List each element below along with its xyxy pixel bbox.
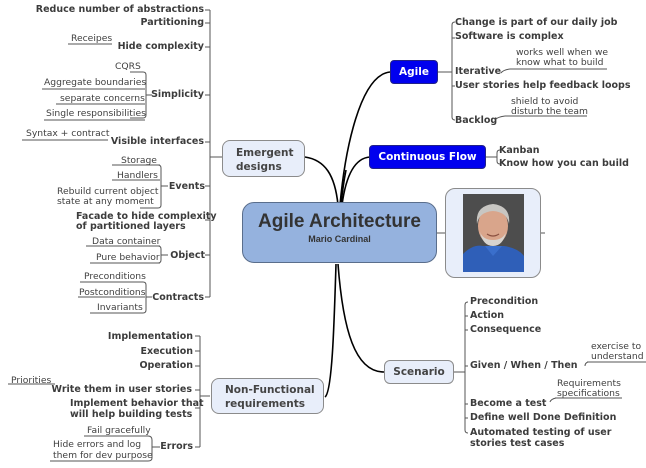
node-implement-behavior-1[interactable]: Implement behavior that bbox=[70, 398, 204, 409]
note-hide-errors-2: them for dev purpose bbox=[53, 450, 153, 461]
node-kanban[interactable]: Kanban bbox=[499, 145, 540, 156]
node-software-complex[interactable]: Software is complex bbox=[455, 31, 564, 42]
nfr-label-2: requirements bbox=[225, 398, 305, 410]
node-simplicity[interactable]: Simplicity bbox=[151, 89, 204, 100]
node-scenario[interactable]: Scenario bbox=[384, 360, 454, 384]
node-execution[interactable]: Execution bbox=[140, 346, 193, 357]
note-works-well-2: know what to build bbox=[516, 57, 604, 68]
node-emergent-designs[interactable]: Emergent designs bbox=[222, 140, 305, 177]
node-become-test[interactable]: Become a test bbox=[470, 398, 547, 409]
note-storage: Storage bbox=[121, 155, 157, 166]
note-separate-concerns: separate concerns bbox=[60, 93, 145, 104]
note-works-well-1: works well when we bbox=[516, 47, 609, 58]
note-shield-2: disturb the team bbox=[511, 106, 588, 117]
node-object[interactable]: Object bbox=[170, 250, 205, 261]
node-contracts[interactable]: Contracts bbox=[152, 292, 204, 303]
note-shield-1: shield to avoid bbox=[511, 96, 579, 107]
note-exercise-2: understand bbox=[591, 351, 644, 362]
node-facade-line2[interactable]: of partitioned layers bbox=[76, 221, 186, 232]
node-visible-interfaces[interactable]: Visible interfaces bbox=[110, 136, 204, 147]
note-preconditions: Preconditions bbox=[84, 271, 146, 282]
node-implement-behavior-2[interactable]: will help building tests bbox=[70, 409, 193, 420]
node-automated-testing-1[interactable]: Automated testing of user bbox=[470, 427, 612, 438]
central-subtitle: Mario Cardinal bbox=[308, 234, 371, 244]
note-data-container: Data container bbox=[92, 236, 161, 247]
node-agile[interactable]: Agile bbox=[390, 60, 438, 84]
node-partitioning[interactable]: Partitioning bbox=[140, 17, 204, 28]
node-facade-line1[interactable]: Facade to hide complexity bbox=[76, 211, 217, 222]
node-non-functional-requirements[interactable]: Non-Functional requirements bbox=[211, 378, 324, 414]
central-topic[interactable]: Agile Architecture Mario Cardinal bbox=[242, 202, 437, 263]
nfr-label-1: Non-Functional bbox=[225, 384, 315, 396]
note-aggregate-boundaries: Aggregate boundaries bbox=[44, 77, 147, 88]
note-cqrs: CQRS bbox=[115, 61, 141, 72]
node-operation[interactable]: Operation bbox=[139, 360, 193, 371]
node-implementation[interactable]: Implementation bbox=[107, 331, 193, 342]
note-handlers: Handlers bbox=[117, 170, 158, 181]
note-receipes: Receipes bbox=[71, 33, 113, 44]
note-pure-behavior: Pure behavior bbox=[96, 252, 160, 263]
note-postconditions: Postconditions bbox=[79, 287, 146, 298]
node-events[interactable]: Events bbox=[168, 181, 205, 192]
node-errors[interactable]: Errors bbox=[160, 441, 193, 452]
note-syntax-contract: Syntax + contract bbox=[26, 128, 110, 139]
portrait-image bbox=[463, 194, 524, 272]
note-requirements-2: specifications bbox=[557, 388, 620, 399]
note-single-responsibilities: Single responsibilities bbox=[46, 108, 146, 119]
node-change-daily[interactable]: Change is part of our daily job bbox=[455, 17, 618, 28]
emergent-label-1: Emergent bbox=[236, 147, 294, 159]
node-user-stories-feedback[interactable]: User stories help feedback loops bbox=[455, 80, 631, 91]
note-hide-errors-1: Hide errors and log bbox=[53, 439, 142, 450]
note-rebuild-1: Rebuild current object bbox=[57, 186, 159, 197]
note-requirements-1: Requirements bbox=[557, 378, 621, 389]
node-precondition[interactable]: Precondition bbox=[470, 296, 539, 307]
node-backlog[interactable]: Backlog bbox=[455, 115, 498, 126]
note-rebuild-2: state at any moment bbox=[57, 196, 154, 207]
emergent-label-2: designs bbox=[236, 161, 282, 173]
node-done-definition[interactable]: Define well Done Definition bbox=[470, 412, 617, 423]
note-invariants: Invariants bbox=[97, 302, 143, 313]
node-hide-complexity[interactable]: Hide complexity bbox=[117, 41, 204, 52]
node-iterative[interactable]: Iterative bbox=[455, 66, 502, 77]
note-priorities: Priorities bbox=[11, 375, 52, 386]
node-consequence[interactable]: Consequence bbox=[470, 324, 542, 335]
node-reduce-abstractions[interactable]: Reduce number of abstractions bbox=[35, 4, 204, 15]
node-photo[interactable] bbox=[445, 188, 541, 278]
note-fail-gracefully: Fail gracefully bbox=[87, 425, 151, 436]
note-exercise-1: exercise to bbox=[591, 341, 642, 352]
node-action[interactable]: Action bbox=[470, 310, 505, 321]
node-continuous-flow[interactable]: Continuous Flow bbox=[369, 145, 486, 169]
node-know-how[interactable]: Know how you can build bbox=[499, 158, 629, 169]
node-given-when-then[interactable]: Given / When / Then bbox=[470, 360, 578, 371]
node-write-user-stories[interactable]: Write them in user stories bbox=[51, 384, 192, 395]
node-automated-testing-2[interactable]: stories test cases bbox=[470, 438, 565, 449]
central-title: Agile Architecture bbox=[258, 211, 421, 232]
